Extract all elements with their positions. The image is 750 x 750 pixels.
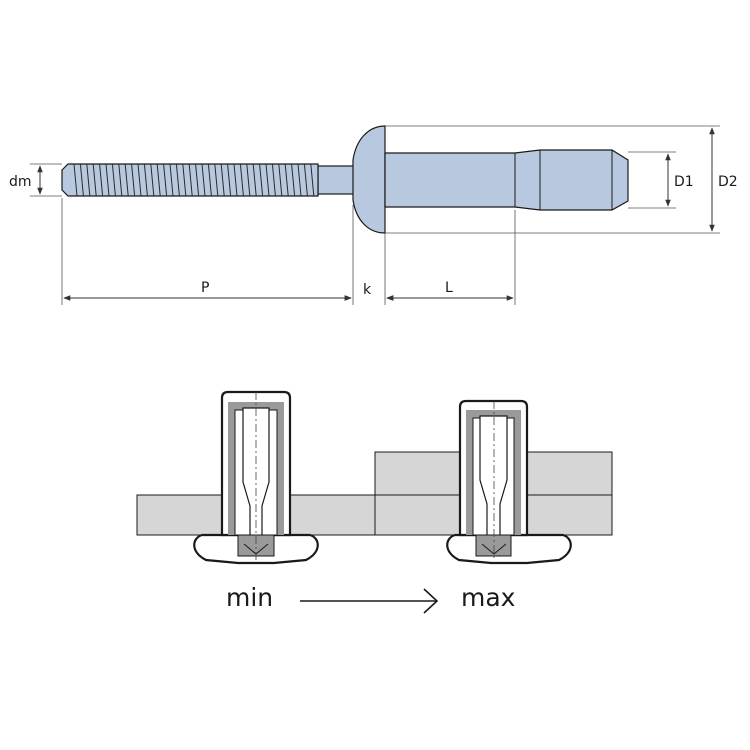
thread-line: [111, 163, 116, 197]
thread-line: [169, 163, 174, 197]
rivet-side-view: dm P k L D1 D2: [9, 125, 738, 305]
thread-line: [195, 163, 200, 197]
threaded-mandrel: [61, 163, 319, 197]
thread-line: [246, 163, 251, 197]
plate-right-lower-a: [374, 494, 461, 536]
thread-line: [99, 163, 104, 197]
label-dm: dm: [9, 174, 32, 190]
plate-left-a: [136, 494, 223, 536]
plate-right-lower-b: [526, 494, 613, 536]
thread-line: [79, 163, 84, 197]
thread-line: [182, 163, 187, 197]
label-d1: D1: [674, 174, 694, 190]
label-p: P: [201, 280, 209, 296]
thread-line: [310, 163, 315, 197]
thread-line: [284, 163, 289, 197]
thread-line: [201, 163, 206, 197]
thread-line: [265, 163, 270, 197]
thread-line: [233, 163, 238, 197]
label-k: k: [363, 282, 372, 298]
label-l: L: [445, 280, 453, 296]
installation-view: min max: [136, 390, 613, 614]
range-arrow: [300, 588, 439, 614]
extension-lines: [30, 125, 720, 305]
label-min: min: [226, 583, 273, 612]
thread-line: [227, 163, 232, 197]
thread-line: [271, 163, 276, 197]
thread-line: [118, 163, 123, 197]
thread-line: [252, 163, 257, 197]
rivet-head: [352, 125, 386, 234]
plate-right-upper-a: [374, 451, 461, 496]
thread-line: [163, 163, 168, 197]
thread-line: [92, 163, 97, 197]
thread-line: [259, 163, 264, 197]
thread-line: [124, 163, 129, 197]
installed-rivet-max: [446, 399, 572, 565]
thread-line: [188, 163, 193, 197]
plate-right-upper-b: [526, 451, 613, 496]
thread-line: [105, 163, 110, 197]
thread-line: [303, 163, 308, 197]
thread-line: [214, 163, 219, 197]
plate-left-b: [289, 494, 376, 536]
thread-line: [278, 163, 283, 197]
thread-line: [131, 163, 136, 197]
thread-line: [239, 163, 244, 197]
thread-line: [86, 163, 91, 197]
thread-line: [150, 163, 155, 197]
label-max: max: [461, 583, 515, 612]
thread-line: [207, 163, 212, 197]
thread-line: [175, 163, 180, 197]
thread-line: [297, 163, 302, 197]
thread-line: [156, 163, 161, 197]
thread-line: [143, 163, 148, 197]
thread-line: [220, 163, 225, 197]
label-d2: D2: [718, 174, 738, 190]
installed-rivet-min: [193, 390, 319, 565]
thread-line: [291, 163, 296, 197]
thread-line: [73, 163, 78, 197]
rivet-body: [384, 149, 629, 211]
thread-line: [137, 163, 142, 197]
